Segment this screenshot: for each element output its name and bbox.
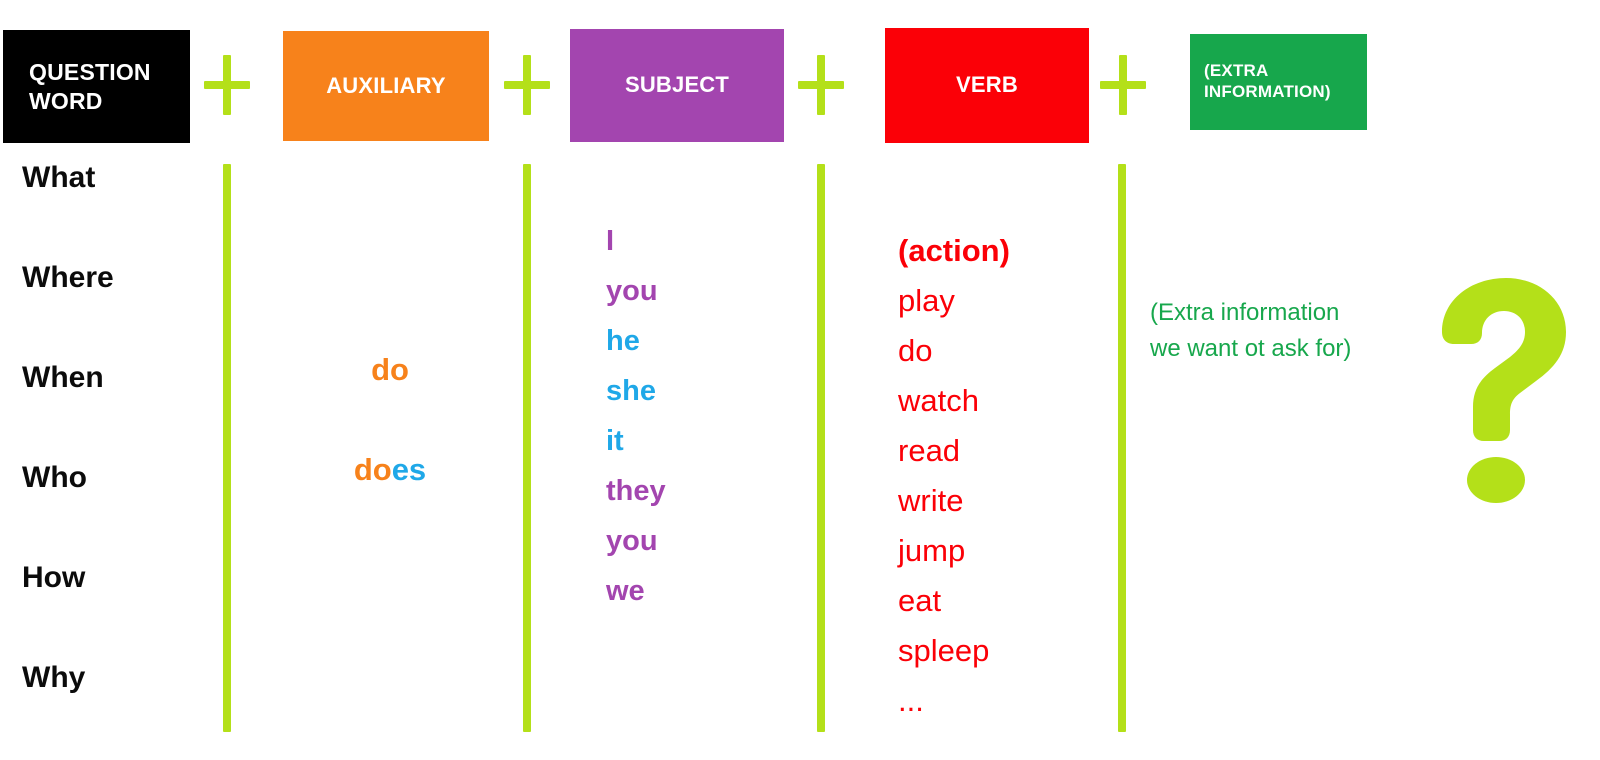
auxiliary-stem: do	[353, 452, 392, 487]
header-question-word-line2: WORD	[29, 87, 103, 114]
plus-icon-2	[504, 55, 550, 115]
plus-icon-4	[1100, 55, 1146, 115]
plus-icon-3	[798, 55, 844, 115]
header-auxiliary-label: AUXILIARY	[326, 72, 446, 98]
auxiliary-item: does	[290, 420, 490, 520]
verb-item: jump	[898, 533, 966, 568]
subject-item: you	[606, 275, 658, 307]
verb-item: play	[898, 283, 955, 318]
verb-item: (action)	[898, 233, 1010, 268]
verb-item: eat	[898, 583, 942, 618]
auxiliary-column: do does	[290, 320, 490, 520]
extra-information-note: (Extra information we want ot ask for)	[1150, 295, 1420, 367]
header-box-question-word: QUESTION WORD	[3, 30, 190, 143]
extra-note-line2: we want ot ask for)	[1150, 335, 1352, 362]
verb-item: do	[898, 333, 933, 368]
plus-icon-1	[204, 55, 250, 115]
header-question-word-line1: QUESTION	[29, 59, 151, 86]
auxiliary-stem: do	[371, 352, 409, 387]
subject-item: we	[606, 575, 645, 607]
verb-item: ...	[898, 683, 924, 718]
header-box-extra-information: (EXTRA INFORMATION)	[1190, 34, 1367, 130]
auxiliary-suffix: es	[391, 452, 427, 487]
header-subject-label: SUBJECT	[624, 72, 730, 98]
divider-bar-2	[523, 164, 531, 732]
divider-bar-3	[817, 164, 825, 732]
subject-item: he	[606, 325, 640, 357]
question-word-item: Who	[22, 461, 87, 494]
subject-item: she	[606, 375, 656, 407]
question-word-item: How	[22, 561, 86, 594]
divider-bar-4	[1118, 164, 1126, 732]
question-word-item: Why	[22, 661, 86, 694]
auxiliary-item: do	[290, 320, 490, 420]
header-extra-line2: INFORMATION)	[1204, 82, 1331, 101]
verb-item: watch	[898, 383, 979, 418]
subject-item: you	[606, 525, 658, 557]
header-box-auxiliary: AUXILIARY	[283, 31, 489, 141]
question-word-column: What Where When Who How Why	[22, 152, 202, 752]
verb-item: write	[898, 483, 964, 518]
header-extra-line1: (EXTRA	[1204, 61, 1269, 81]
subject-item: they	[606, 475, 666, 507]
question-word-item: What	[22, 161, 96, 194]
extra-note-line1: (Extra information	[1150, 299, 1340, 326]
subject-column: I you he she it they you we	[606, 216, 786, 616]
question-mark-icon	[1440, 278, 1570, 503]
question-word-item: Where	[22, 261, 114, 294]
header-verb-label: VERB	[956, 72, 1018, 98]
verb-item: read	[898, 433, 961, 468]
verb-column: (action) play do watch read write jump e…	[898, 226, 1098, 726]
question-word-item: When	[22, 361, 104, 394]
header-box-subject: SUBJECT	[570, 29, 784, 142]
verb-item: spleep	[898, 633, 990, 668]
subject-item: it	[606, 425, 624, 457]
divider-bar-1	[223, 164, 231, 732]
subject-item: I	[606, 225, 615, 257]
header-box-verb: VERB	[885, 28, 1089, 143]
